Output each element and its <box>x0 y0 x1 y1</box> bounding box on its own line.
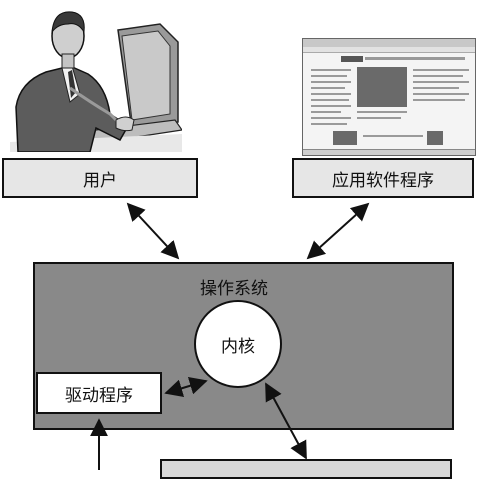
web-page-screenshot <box>302 38 476 156</box>
kernel-circle: 内核 <box>194 300 282 388</box>
driver-label: 驱动程序 <box>65 385 133 406</box>
user-label: 用户 <box>83 170 117 191</box>
user-os-arrow <box>126 202 180 260</box>
driver-box: 驱动程序 <box>36 372 162 414</box>
operating-system-label: 操作系统 <box>200 279 268 299</box>
hardware-box <box>160 459 452 479</box>
user-box: 用户 <box>2 158 198 198</box>
app-os-arrow <box>306 202 370 260</box>
kernel-label: 内核 <box>221 336 255 357</box>
user-at-computer-illustration <box>10 11 182 152</box>
application-software-label: 应用软件程序 <box>332 170 434 191</box>
application-software-box: 应用软件程序 <box>292 158 474 198</box>
